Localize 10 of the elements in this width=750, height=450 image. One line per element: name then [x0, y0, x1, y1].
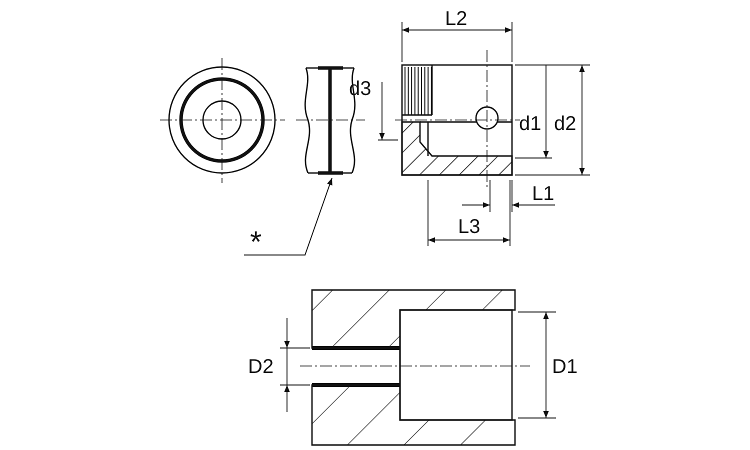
- retaining-ring: [316, 66, 345, 175]
- dimension-label: D1: [552, 356, 578, 378]
- reference-mark: *: [250, 228, 262, 258]
- dimension-label: L2: [445, 8, 468, 30]
- dimension-label: L3: [458, 216, 480, 238]
- dimension-label: d2: [554, 113, 576, 135]
- dimension-label: d1: [519, 113, 542, 135]
- dimension-label: L1: [532, 183, 554, 205]
- dimension-label: D2: [248, 356, 274, 378]
- leader-line: [244, 178, 332, 256]
